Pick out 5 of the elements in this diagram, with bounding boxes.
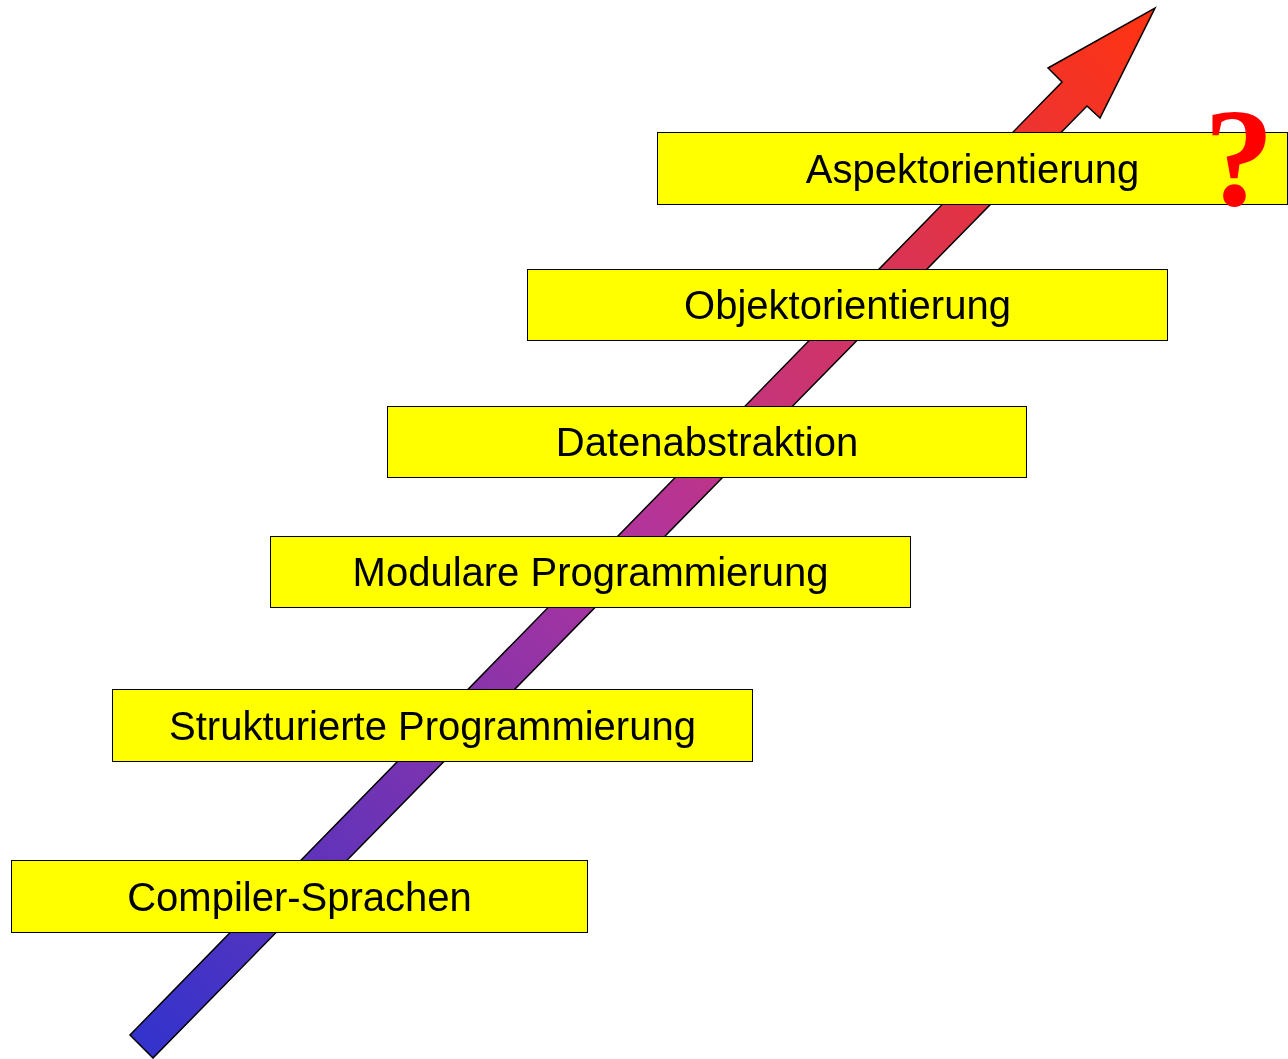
stage-box: Datenabstraktion [387, 406, 1027, 478]
stage-box: Objektorientierung [527, 269, 1168, 341]
stage-box: Strukturierte Programmierung [112, 689, 753, 762]
stage-box: Modulare Programmierung [270, 536, 911, 608]
stage-box: Compiler-Sprachen [11, 860, 588, 933]
